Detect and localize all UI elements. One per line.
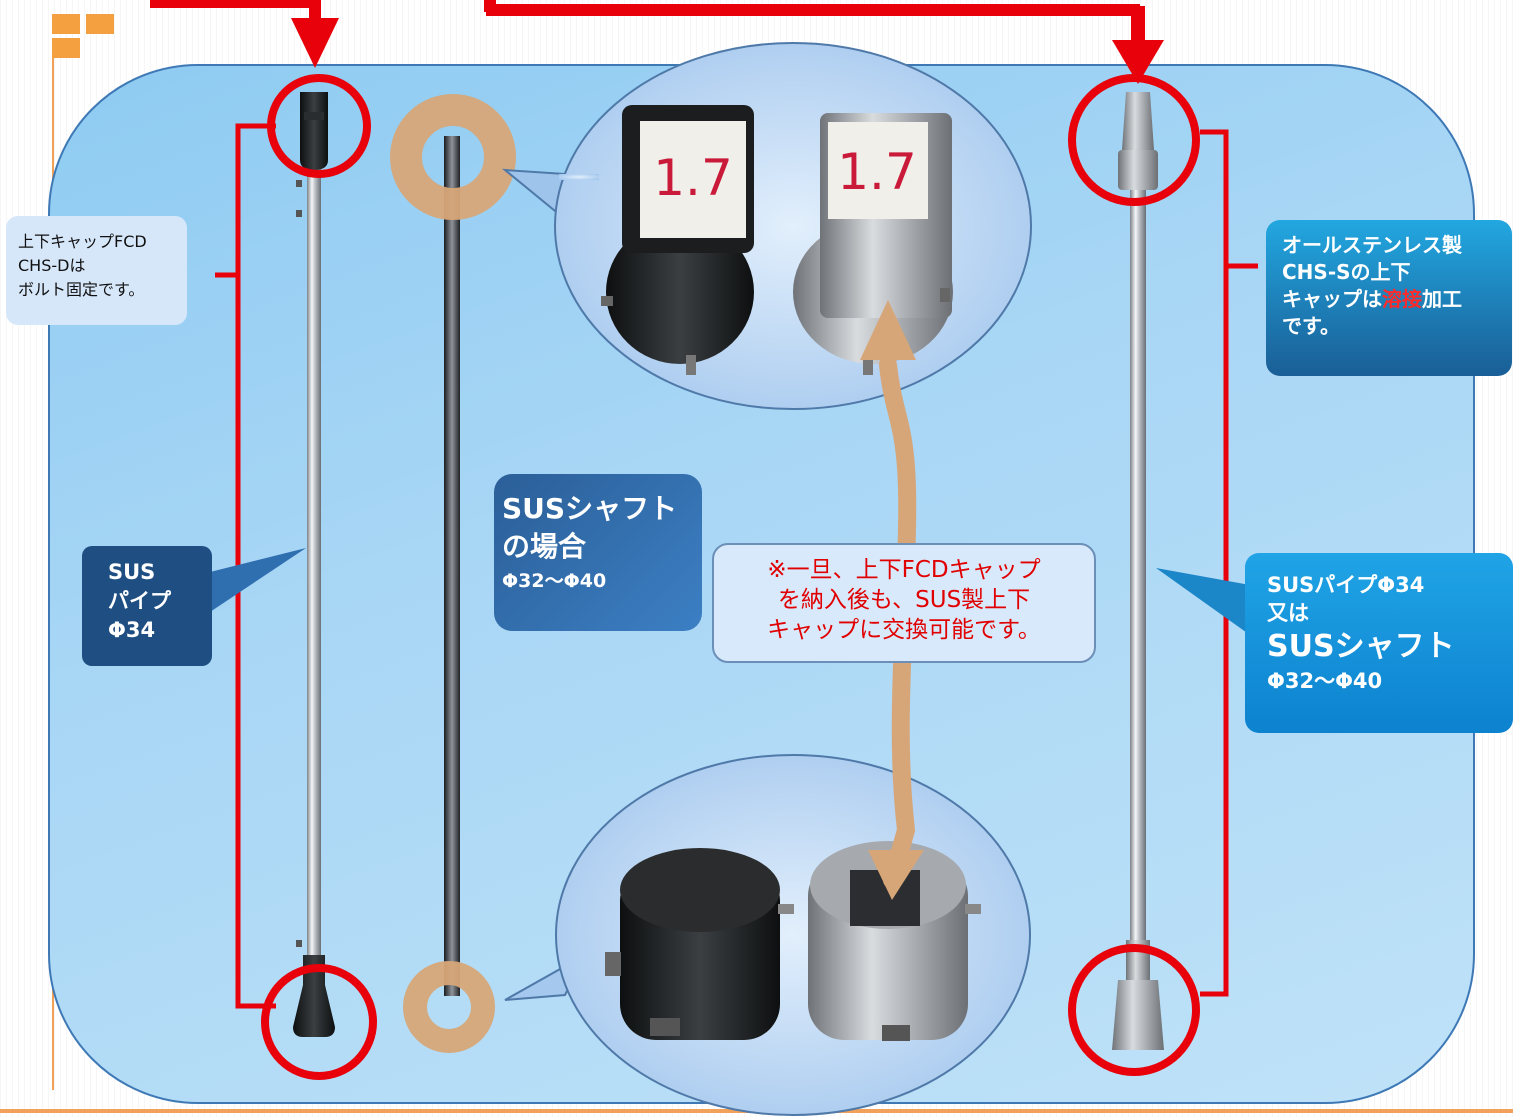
stainless-line4: です。 <box>1282 314 1340 338</box>
red-circle-bottom-right-icon <box>1068 944 1200 1076</box>
arrow-top-left-icon <box>150 0 339 68</box>
shaft-line2: の場合 <box>502 530 587 563</box>
black-cap-top-icon <box>601 105 754 375</box>
black-cap-bottom-icon <box>605 848 794 1040</box>
sus-shaft-label: SUSシャフト の場合 Φ32〜Φ40 <box>494 474 702 631</box>
fcd-note-line2: CHS-Dは <box>18 256 86 275</box>
exchange-note: ※一旦、上下FCDキャップ を納入後も、SUS製上下 キャップに交換可能です。 <box>712 543 1096 663</box>
logo-square-2 <box>86 14 114 34</box>
logo-square-3 <box>52 38 80 58</box>
exchange-line2: を納入後も、SUS製上下 <box>777 587 1031 613</box>
shaft-line1: SUSシャフト <box>502 492 678 525</box>
pole-stainless-icon <box>1112 92 1164 1050</box>
arrow-top-right-icon <box>484 0 1164 84</box>
stainless-line1: オールステンレス製 <box>1282 233 1462 257</box>
bubble-top-caps: 1.7 1.7 <box>501 42 1032 410</box>
fcd-note-line3: ボルト固定です。 <box>18 280 145 299</box>
pointer-sus-pipe-icon <box>210 548 306 612</box>
pointer-right-spec-icon <box>1156 568 1250 635</box>
fcd-bolt-note: 上下キャップFCD CHS-Dは ボルト固定です。 <box>6 216 187 325</box>
tan-ring-top-icon <box>390 94 516 220</box>
fcd-note-line1: 上下キャップFCD <box>18 232 147 251</box>
logo-square-1 <box>52 14 80 34</box>
stainless-line3: キャップは溶接加工 <box>1282 286 1502 313</box>
tan-ring-bottom-icon <box>403 961 495 1053</box>
stainless-line3-post: 加工 <box>1422 287 1462 311</box>
stainless-weld-note: オールステンレス製 CHS-Sの上下 キャップは溶接加工 です。 <box>1266 220 1512 376</box>
spec-line2: 又は <box>1267 601 1309 625</box>
bubble-bottom-caps <box>504 754 1031 1116</box>
stainless-line3-pre: キャップは <box>1282 287 1382 311</box>
red-circle-bottom-left-icon <box>261 964 377 1080</box>
cap-number-2: 1.7 <box>837 143 917 201</box>
spec-line3: SUSシャフト <box>1267 629 1455 664</box>
silver-cap-top-icon <box>793 113 953 375</box>
spec-line4: Φ32〜Φ40 <box>1267 669 1383 693</box>
exchange-line1: ※一旦、上下FCDキャップ <box>767 557 1041 583</box>
red-circle-top-right-icon <box>1068 74 1200 206</box>
shaft-line3: Φ32〜Φ40 <box>502 570 607 592</box>
right-spec-label: SUSパイプΦ34 又は SUSシャフト Φ32〜Φ40 <box>1245 553 1513 733</box>
spec-line1: SUSパイプΦ34 <box>1267 573 1425 597</box>
shaft-sus-icon <box>444 136 460 996</box>
exchange-line3: キャップに交換可能です。 <box>767 617 1041 643</box>
sus-pipe-line3: Φ34 <box>108 618 156 642</box>
weld-highlight: 溶接 <box>1382 287 1422 311</box>
stainless-line2: CHS-Sの上下 <box>1282 260 1411 284</box>
sus-pipe-line2: パイプ <box>108 589 171 613</box>
bracket-right-icon <box>1200 129 1258 997</box>
pole-fcd-icon <box>293 92 335 1037</box>
cap-number-1: 1.7 <box>653 149 733 207</box>
sus-pipe-label: SUS パイプ Φ34 <box>82 546 212 666</box>
sus-pipe-line1: SUS <box>108 560 156 584</box>
